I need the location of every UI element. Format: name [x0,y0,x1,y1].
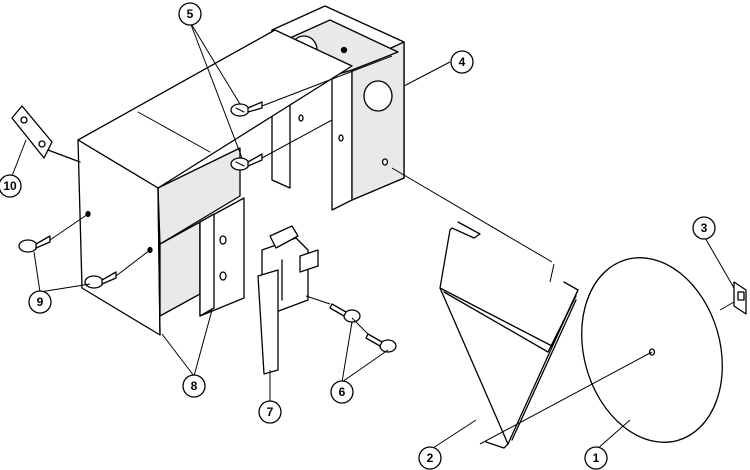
callout-2-label: 2 [427,451,434,465]
assembly-lines [49,55,735,445]
callout-6-label: 6 [339,385,346,399]
callout-5: 5 [178,2,202,26]
callout-1: 1 [584,446,608,470]
callout-6: 6 [330,380,354,404]
part-small-clip [733,281,747,315]
callout-9-label: 9 [37,295,44,309]
part-angle-bracket [159,197,245,317]
part-disc [581,257,723,443]
part-clip [257,225,319,375]
callout-3-label: 3 [701,221,708,235]
callout-9: 9 [28,290,52,314]
callout-4-label: 4 [459,55,466,69]
callout-3: 3 [692,216,716,240]
callout-1-label: 1 [593,451,600,465]
callout-8-label: 8 [191,379,198,393]
callout-4: 4 [450,50,474,74]
callout-2: 2 [418,446,442,470]
part-rear-bracket [271,5,405,211]
callout-leaders [11,21,735,451]
part-wire-bail [439,221,579,449]
part-tab [11,105,81,163]
callout-7-label: 7 [267,405,274,419]
part-screws [18,101,397,353]
callout-10: 10 [0,174,22,198]
callout-5-label: 5 [187,7,194,21]
callout-10-label: 10 [3,179,17,193]
callout-8: 8 [182,374,206,398]
callout-7: 7 [258,400,282,424]
